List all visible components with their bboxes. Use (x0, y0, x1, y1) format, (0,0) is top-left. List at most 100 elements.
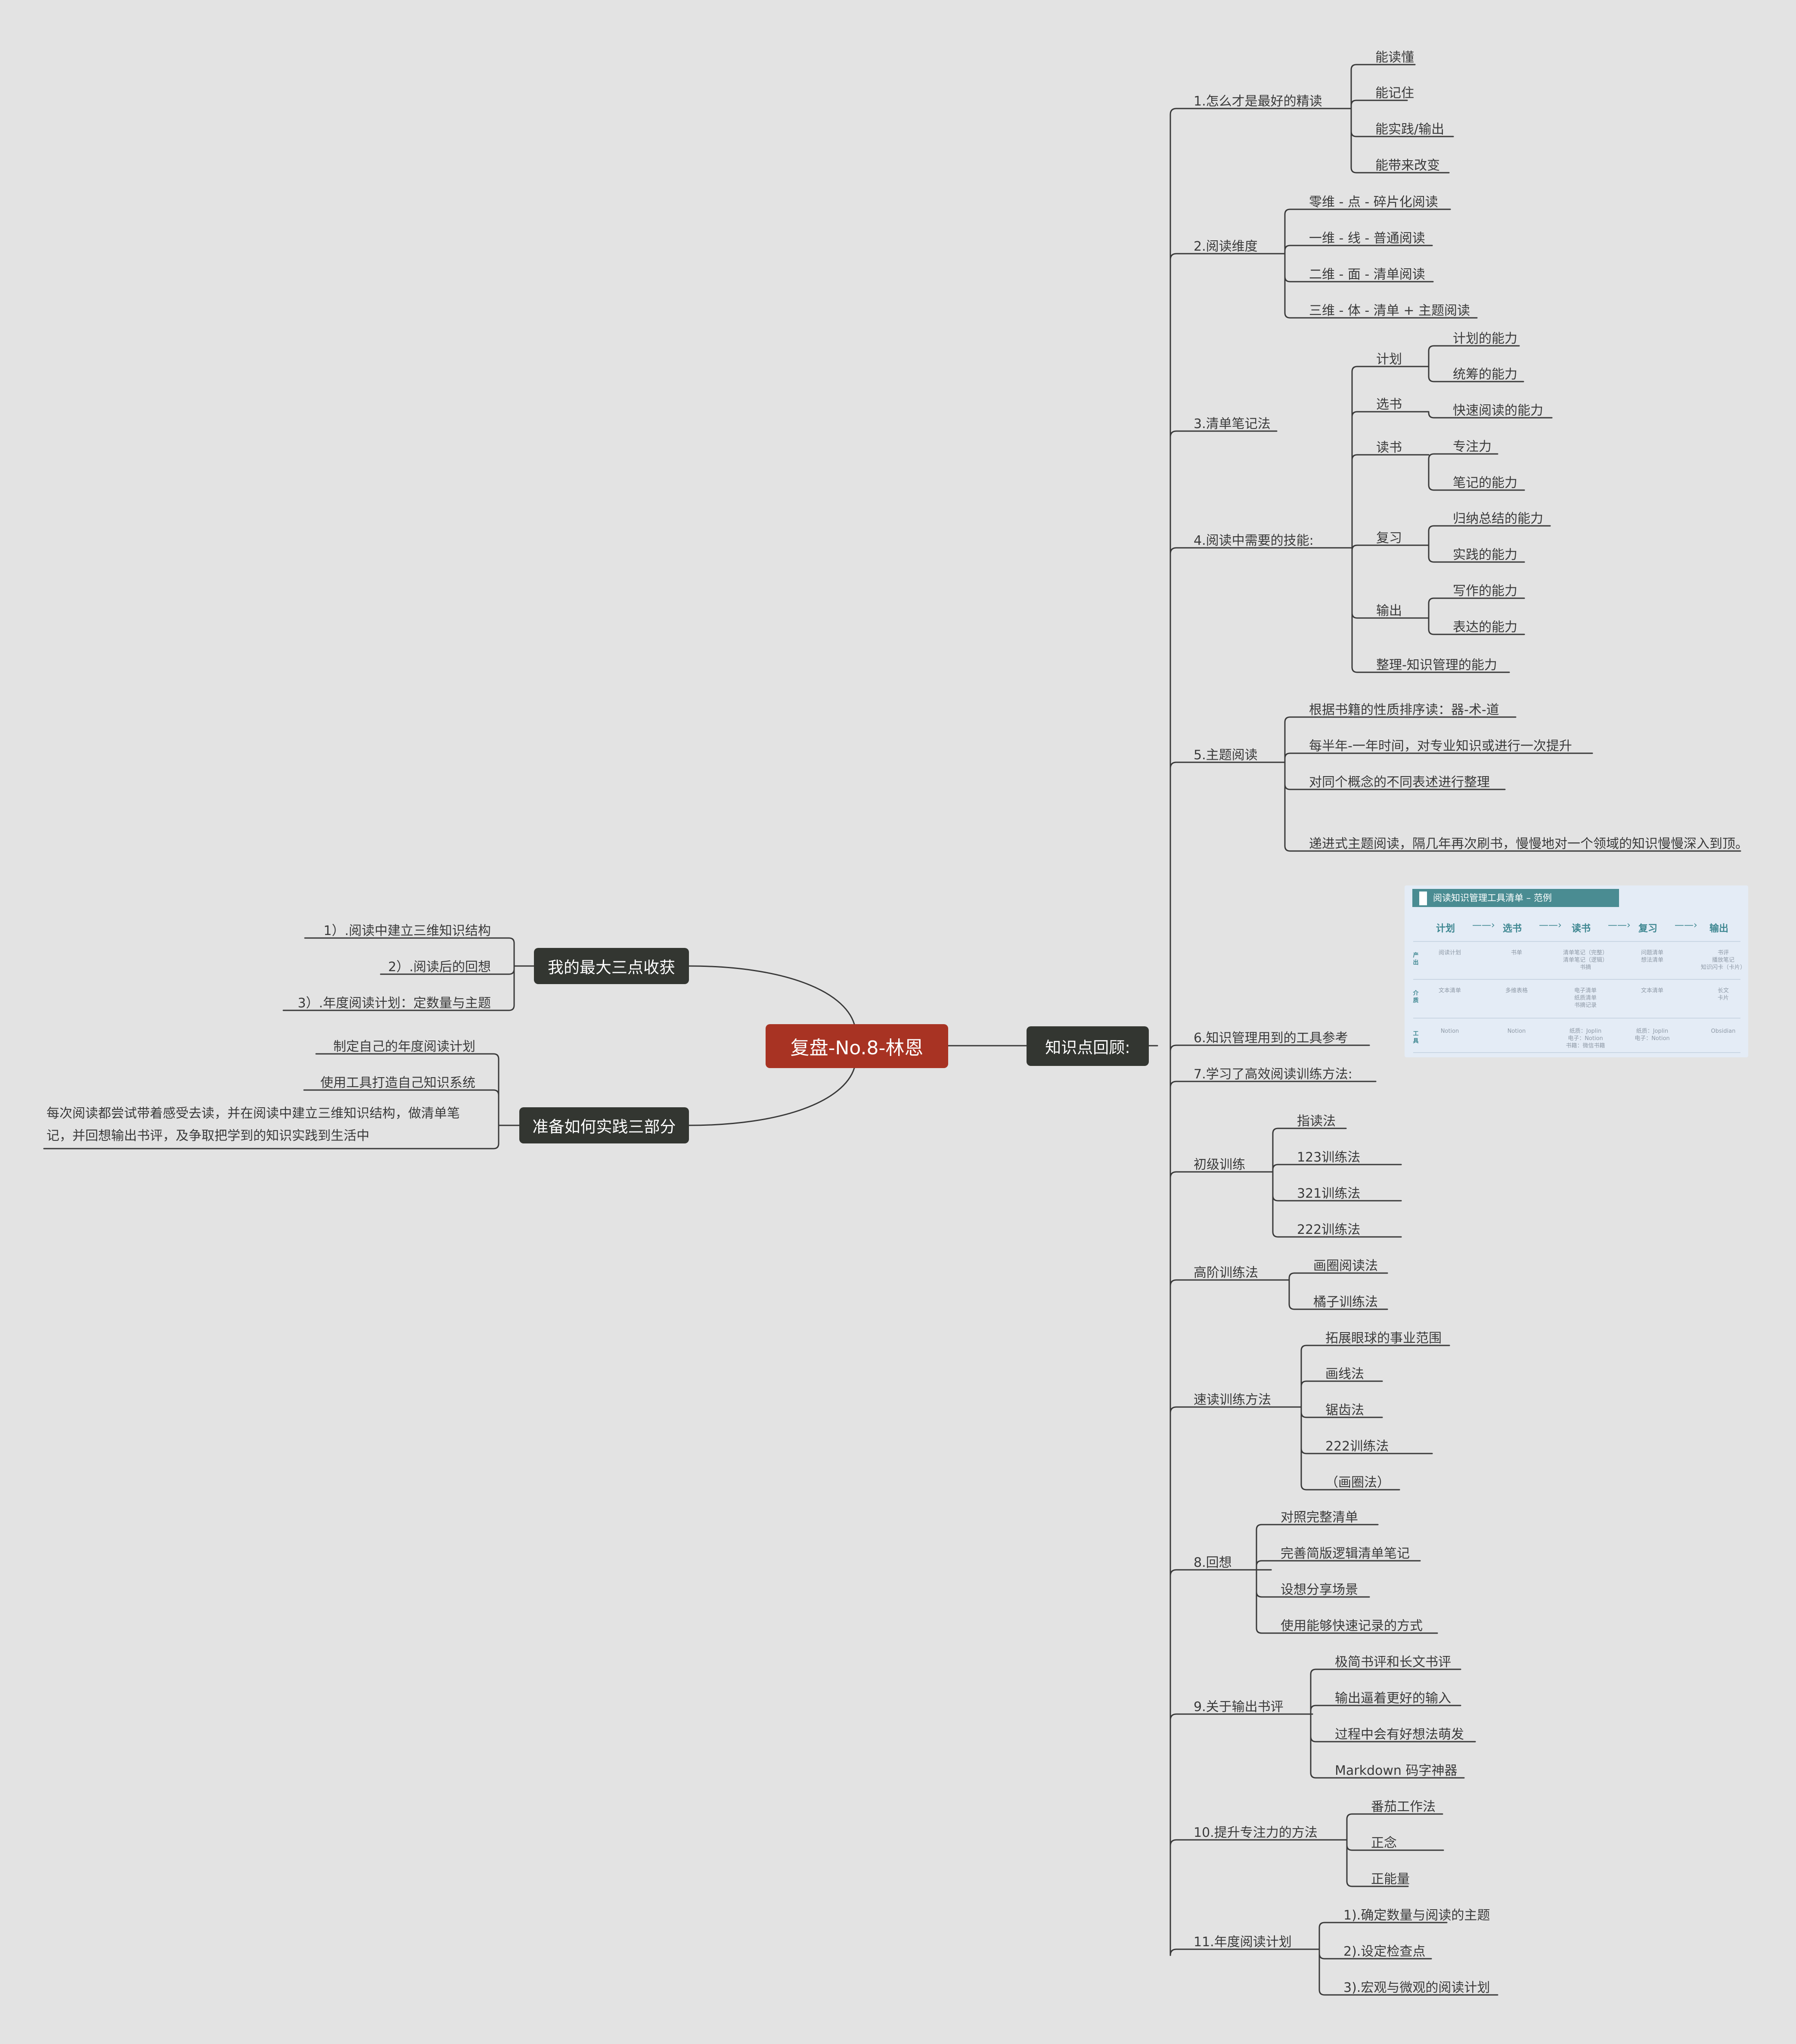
skill-category-4[interactable]: 复习 (1376, 531, 1402, 546)
knowledge-subtopic-5-3[interactable]: 对同个概念的不同表述进行整理 (1309, 775, 1490, 790)
knowledge-subtopic-14-2[interactable]: 2).设定检查点 (1343, 1944, 1426, 1959)
connector-root-practice (688, 1067, 855, 1126)
knowledge-subtopic-11-2[interactable]: 完善简版逻辑清单笔记 (1281, 1546, 1410, 1561)
practice-item-1[interactable]: 制定自己的年度阅读计划 (333, 1039, 475, 1054)
knowledge-topic-11[interactable]: 8.回想 (1194, 1555, 1232, 1570)
knowledge-subtopic-9-2[interactable]: 橘子训练法 (1313, 1295, 1378, 1310)
skill-category-1[interactable]: 计划 (1376, 352, 1402, 367)
skill-category-6[interactable]: 整理-知识管理的能力 (1376, 658, 1497, 673)
knowledge-subtopic-12-3[interactable]: 过程中会有好想法萌发 (1335, 1727, 1464, 1742)
tool-cell-3-2: Notion (1507, 1028, 1526, 1034)
connector-line (1346, 1844, 1444, 1851)
knowledge-subtopic-12-2[interactable]: 输出逼着更好的输入 (1335, 1691, 1451, 1706)
connector-line (1300, 1484, 1400, 1491)
knowledge-subtopic-9-1[interactable]: 画圈阅读法 (1313, 1258, 1378, 1274)
knowledge-topic-9[interactable]: 高阶训练法 (1194, 1265, 1258, 1280)
skill-3-2[interactable]: 笔记的能力 (1453, 475, 1517, 491)
skill-4-1[interactable]: 归纳总结的能力 (1453, 511, 1543, 526)
gain-item-3[interactable]: 3）.年度阅读计划：定数量与主题 (298, 996, 491, 1011)
knowledge-subtopic-11-1[interactable]: 对照完整清单 (1281, 1510, 1358, 1525)
root-topic[interactable]: 复盘-No.8-林恩 (766, 1024, 948, 1068)
skill-5-2[interactable]: 表达的能力 (1453, 620, 1517, 635)
knowledge-subtopic-2-2[interactable]: 一维 - 线 - 普通阅读 (1309, 231, 1425, 246)
knowledge-subtopic-8-4[interactable]: 222训练法 (1297, 1222, 1361, 1237)
knowledge-topic-14[interactable]: 11.年度阅读计划 (1194, 1935, 1292, 1950)
knowledge-subtopic-14-3[interactable]: 3).宏观与微观的阅读计划 (1343, 1980, 1490, 1995)
knowledge-subtopic-10-5[interactable]: （画圈法） (1325, 1475, 1390, 1490)
knowledge-topic-2[interactable]: 2.阅读维度 (1194, 239, 1258, 254)
knowledge-subtopic-12-4[interactable]: Markdown 码字神器 (1335, 1763, 1458, 1778)
connector-line (1350, 99, 1408, 106)
connector-line (1300, 1345, 1450, 1351)
knowledge-topic-13[interactable]: 10.提升专注力的方法 (1194, 1825, 1318, 1840)
skill-5-1[interactable]: 写作的能力 (1453, 584, 1517, 599)
knowledge-topic-5[interactable]: 5.主题阅读 (1194, 748, 1258, 763)
connector-line (1169, 1948, 1310, 1956)
skill-category-5[interactable]: 输出 (1376, 603, 1402, 618)
connector-line (1310, 1736, 1476, 1743)
knowledge-subtopic-10-2[interactable]: 画线法 (1325, 1367, 1364, 1382)
gain-item-1[interactable]: 1）.阅读中建立三维知识结构 (323, 923, 491, 938)
knowledge-subtopic-13-3[interactable]: 正能量 (1371, 1872, 1410, 1887)
knowledge-subtopic-8-3[interactable]: 321训练法 (1297, 1186, 1361, 1201)
tool-stage-3: 读书 (1572, 923, 1591, 934)
knowledge-topic-8[interactable]: 初级训练 (1194, 1157, 1245, 1172)
knowledge-subtopic-11-4[interactable]: 使用能够快速记录的方式 (1281, 1618, 1423, 1634)
knowledge-topic-1[interactable]: 1.怎么才是最好的精读 (1194, 94, 1322, 109)
main-topic-gains[interactable]: 我的最大三点收获 (534, 948, 689, 984)
knowledge-topic-6[interactable]: 6.知识管理用到的工具参考 (1194, 1031, 1348, 1046)
knowledge-subtopic-2-1[interactable]: 零维 - 点 - 碎片化阅读 (1309, 195, 1438, 210)
knowledge-topic-12[interactable]: 9.关于输出书评 (1194, 1699, 1284, 1715)
knowledge-subtopic-8-2[interactable]: 123训练法 (1297, 1150, 1361, 1165)
connector-line (1284, 752, 1593, 759)
knowledge-subtopic-5-2[interactable]: 每半年-一年时间，对专业知识或进行一次提升 (1309, 739, 1572, 754)
connector-line (1318, 1953, 1432, 1960)
tool-cell-1-1: 阅读计划 (1438, 950, 1461, 956)
knowledge-subtopic-11-3[interactable]: 设想分享场景 (1281, 1582, 1358, 1597)
connector-line (1169, 1713, 1313, 1721)
skill-3-1[interactable]: 专注力 (1453, 439, 1492, 454)
tool-cell-3-5: Obsidian (1711, 1028, 1736, 1034)
knowledge-subtopic-1-4[interactable]: 能带来改变 (1375, 158, 1440, 173)
skill-1-1[interactable]: 计划的能力 (1453, 331, 1517, 346)
knowledge-subtopic-14-1[interactable]: 1).确定数量与阅读的主题 (1343, 1908, 1490, 1923)
tool-reference-image: 阅读知识管理工具清单 – 范例计划——›选书——›读书——›复习——›输出产 出… (1405, 885, 1748, 1057)
skill-category-2[interactable]: 选书 (1376, 397, 1402, 412)
gain-item-2[interactable]: 2）.阅读后的回想 (388, 960, 491, 975)
skill-2-1[interactable]: 快速阅读的能力 (1453, 403, 1543, 418)
connector-root-gains (688, 965, 855, 1025)
tool-cell-2-1: 文本清单 (1438, 988, 1461, 994)
knowledge-subtopic-1-2[interactable]: 能记住 (1375, 86, 1414, 101)
knowledge-subtopic-2-4[interactable]: 三维 - 体 - 清单 + 主题阅读 (1309, 303, 1470, 318)
tool-stage-arrow: ——› (1539, 920, 1562, 931)
knowledge-subtopic-10-1[interactable]: 拓展眼球的事业范围 (1325, 1331, 1442, 1346)
knowledge-subtopic-10-4[interactable]: 222训练法 (1325, 1439, 1389, 1454)
knowledge-subtopic-5-4[interactable]: 递进式主题阅读，隔几年再次刷书，慢慢地对一个领域的知识慢慢深入到顶。 (1309, 836, 1748, 851)
connector-line (1272, 1195, 1402, 1202)
skill-1-2[interactable]: 统筹的能力 (1453, 367, 1517, 382)
knowledge-subtopic-2-3[interactable]: 二维 - 面 - 清单阅读 (1309, 267, 1425, 282)
knowledge-topic-10[interactable]: 速读训练方法 (1194, 1392, 1271, 1407)
knowledge-subtopic-12-1[interactable]: 极简书评和长文书评 (1335, 1655, 1451, 1670)
practice-item-2[interactable]: 使用工具打造自己知识系统 (320, 1075, 475, 1090)
tool-stage-arrow: ——› (1472, 920, 1495, 931)
knowledge-topic-3[interactable]: 3.清单笔记法 (1194, 416, 1271, 432)
knowledge-topic-4[interactable]: 4.阅读中需要的技能: (1194, 533, 1314, 548)
main-topic-knowledge[interactable]: 知识点回顾: (1027, 1026, 1149, 1066)
tool-stage-2: 选书 (1503, 923, 1522, 934)
knowledge-topic-7[interactable]: 7.学习了高效阅读训练方法: (1194, 1067, 1352, 1082)
knowledge-subtopic-10-3[interactable]: 锯齿法 (1325, 1403, 1364, 1418)
knowledge-subtopic-1-1[interactable]: 能读懂 (1375, 50, 1414, 65)
connector-line (1310, 1668, 1461, 1675)
practice-item-3[interactable]: 每次阅读都尝试带着感受去读，并在阅读中建立三维知识结构，做清单笔记，并回想输出书… (47, 1106, 460, 1143)
knowledge-subtopic-13-2[interactable]: 正念 (1371, 1836, 1397, 1851)
skill-4-2[interactable]: 实践的能力 (1453, 547, 1517, 562)
skill-category-3[interactable]: 读书 (1376, 440, 1402, 455)
knowledge-subtopic-8-1[interactable]: 指读法 (1297, 1114, 1336, 1129)
knowledge-subtopic-5-1[interactable]: 根据书籍的性质排序读：器-术-道 (1309, 702, 1499, 718)
knowledge-subtopic-1-3[interactable]: 能实践/输出 (1375, 122, 1445, 137)
knowledge-subtopic-13-1[interactable]: 番茄工作法 (1371, 1799, 1436, 1814)
main-topic-practice[interactable]: 准备如何实践三部分 (519, 1107, 689, 1143)
connector-line (1169, 1569, 1272, 1577)
connector-line (1256, 1524, 1379, 1531)
